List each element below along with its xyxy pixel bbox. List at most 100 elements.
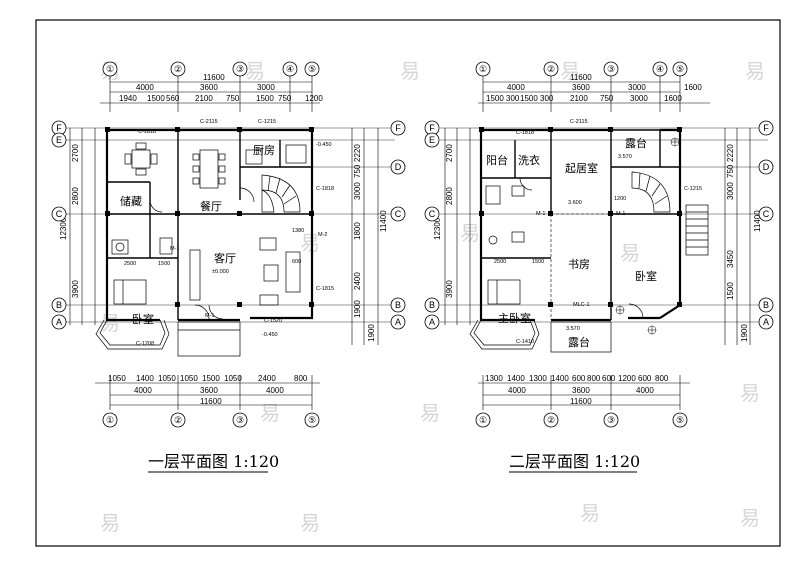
p1-axis-top-5: ⑤ <box>304 61 320 77</box>
p2-door-m1b: M-1 <box>616 211 625 217</box>
p2-axis-bottom-1: ① <box>475 412 491 428</box>
p1-right-total: 11400 <box>379 210 388 232</box>
p2-axis-right-B: B <box>758 297 774 313</box>
p1-axis-top-1: ① <box>102 61 118 77</box>
p1-overall-width: 11600 <box>203 73 225 82</box>
p2-right-4: 1500 <box>726 282 735 300</box>
p1-axis-bottom-5: ⑤ <box>304 412 320 428</box>
sheet-border <box>35 19 781 547</box>
p2-bot1-3: 1400 <box>551 374 569 383</box>
p1-bot2-0: 4000 <box>134 386 152 395</box>
p2-axis-left-C: C <box>424 206 440 222</box>
plan-first-floor: 储藏 餐厅 厨房 客厅 卧室 ±0.000 -0.450 -0.450 2500… <box>59 73 395 473</box>
p1-bot1-1: 1400 <box>136 374 154 383</box>
p2-bot-total: 11600 <box>570 397 592 406</box>
p1-top1-2: 3000 <box>257 83 275 92</box>
p1-win-c1818: C-1818 <box>138 129 156 135</box>
p1-axis-left-C: C <box>51 206 67 222</box>
watermark-glyph: 易 <box>100 511 120 535</box>
p2-top1-3: 1600 <box>684 83 702 92</box>
watermark-glyph: 易 <box>560 59 580 83</box>
svg-text:④: ④ <box>286 64 294 74</box>
watermark-glyph: 易 <box>300 231 320 255</box>
p2-dim-2500: 2500 <box>494 259 506 265</box>
watermark-glyph: 易 <box>740 381 760 405</box>
p2-left-2: 3900 <box>445 280 454 298</box>
p2-axis-left-E: E <box>424 132 440 148</box>
p2-left-0: 2700 <box>445 144 454 162</box>
svg-text:③: ③ <box>607 64 615 74</box>
p2-win-c1818: C-1818 <box>516 130 534 136</box>
p2-bot1-2: 1300 <box>529 374 547 383</box>
svg-text:A: A <box>56 317 62 327</box>
svg-text:C: C <box>395 209 402 219</box>
p1-bot1-7: 800 <box>294 374 308 383</box>
p1-room-bedroom: 卧室 <box>132 312 154 326</box>
watermark-glyph: 易 <box>300 511 320 535</box>
svg-text:D: D <box>395 162 402 172</box>
p2-axis-top-5: ⑤ <box>672 61 688 77</box>
svg-text:B: B <box>763 300 769 310</box>
p1-win-c1208: C-1208 <box>136 341 154 347</box>
p1-axis-top-2: ② <box>170 61 186 77</box>
p2-axis-bottom-5: ⑤ <box>672 412 688 428</box>
p2-axis-right-A: A <box>758 314 774 330</box>
p2-title: 二层平面图 1:120 <box>509 452 640 471</box>
p2-axis-top-1: ① <box>475 61 491 77</box>
p2-axis-top-4: ④ <box>652 61 668 77</box>
p2-bot1-4: 600 <box>572 374 586 383</box>
p2-top1-2: 3000 <box>628 83 646 92</box>
svg-text:C: C <box>56 209 63 219</box>
p2-bot1-8: 600 <box>638 374 652 383</box>
p2-top2-5: 750 <box>600 94 614 103</box>
svg-text:②: ② <box>547 415 555 425</box>
watermark-glyph: 易 <box>400 59 420 83</box>
p1-axis-left-A: A <box>51 314 67 330</box>
p1-axis-top-4: ④ <box>282 61 298 77</box>
p1-top2-3: 2100 <box>195 94 213 103</box>
svg-text:②: ② <box>547 64 555 74</box>
watermark-glyph: 易 <box>245 59 265 83</box>
p2-overall-width: 11600 <box>570 73 592 82</box>
p1-bot1-4: 1500 <box>202 374 220 383</box>
p2-bot1-0: 1300 <box>485 374 503 383</box>
p1-dim-600: 600 <box>292 259 301 265</box>
p1-axis-top-3: ③ <box>232 61 248 77</box>
p1-room-storage: 储藏 <box>120 194 142 208</box>
svg-text:F: F <box>395 123 401 133</box>
p1-axis-right-B: B <box>390 297 406 313</box>
p2-axis-bottom-3: ③ <box>603 412 619 428</box>
p2-room-bedroom: 卧室 <box>635 269 657 283</box>
p1-win-c1818b: C-1818 <box>316 186 334 192</box>
svg-text:F: F <box>56 123 62 133</box>
svg-text:B: B <box>429 300 435 310</box>
p2-axis-left-A: A <box>424 314 440 330</box>
svg-text:②: ② <box>174 64 182 74</box>
p1-left-1: 2800 <box>71 187 80 205</box>
p2-win-c2115: C-2115 <box>570 119 588 125</box>
svg-text:⑤: ⑤ <box>676 415 684 425</box>
plan-second-floor: 阳台 洗衣 起居室 露台 卧室 书房 主卧室 露台 3.570 3.600 3.… <box>433 73 768 473</box>
p1-axis-right-F: F <box>390 120 406 136</box>
p1-level-2: -0.450 <box>262 332 278 338</box>
p2-axis-right-D: D <box>758 159 774 175</box>
svg-text:A: A <box>429 317 435 327</box>
p1-bot-total: 11600 <box>200 397 222 406</box>
p2-top2-2: 1500 <box>520 94 538 103</box>
svg-text:③: ③ <box>236 64 244 74</box>
svg-text:①: ① <box>106 415 114 425</box>
p2-axis-bottom-2: ② <box>543 412 559 428</box>
p1-top2-7: 1200 <box>305 94 323 103</box>
p2-win-c1215: C-1215 <box>684 186 702 192</box>
p1-left-total: 12300 <box>59 217 68 240</box>
p2-room-laundry: 洗衣 <box>518 153 540 167</box>
svg-text:②: ② <box>174 415 182 425</box>
svg-text:①: ① <box>106 64 114 74</box>
p2-left-1: 2800 <box>445 187 454 205</box>
svg-text:C: C <box>429 209 436 219</box>
p2-bot2-0: 4000 <box>508 386 526 395</box>
p2-axis-top-3: ③ <box>603 61 619 77</box>
svg-text:D: D <box>763 162 770 172</box>
p1-dim-1500: 1500 <box>158 261 170 267</box>
